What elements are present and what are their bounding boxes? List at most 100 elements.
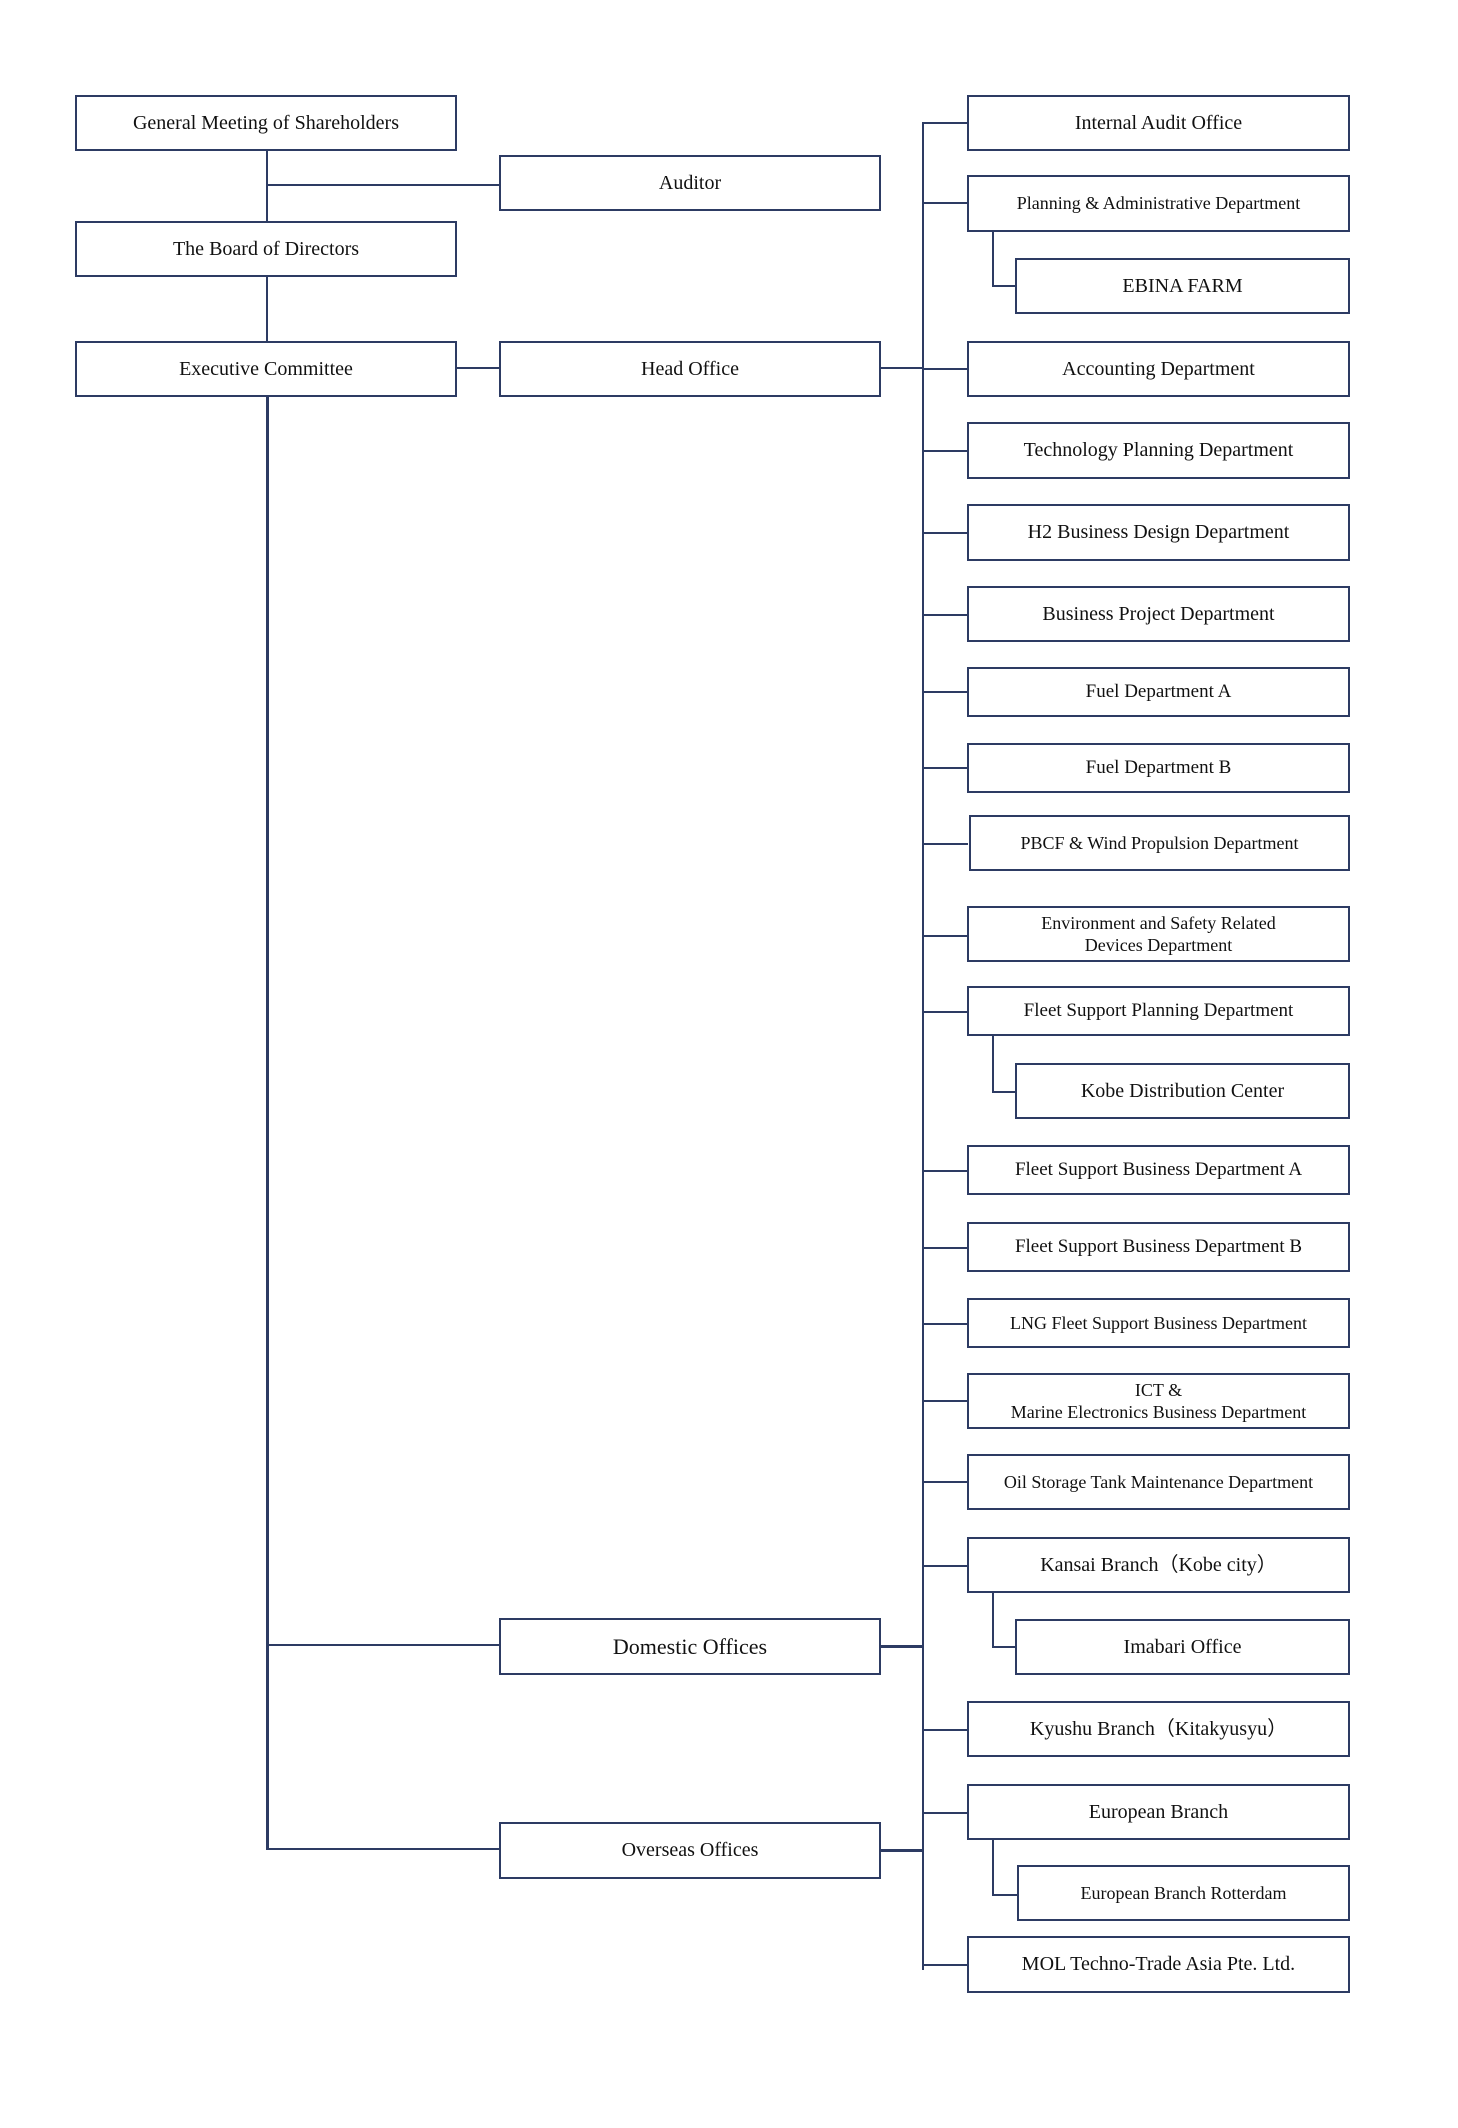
label-pbcf: PBCF & Wind Propulsion Department <box>1020 832 1299 853</box>
box-lng-fleet: LNG Fleet Support Business Department <box>967 1298 1350 1348</box>
box-kansai: Kansai Branch（Kobe city） <box>967 1537 1350 1593</box>
stub-fleet-business-b <box>922 1247 968 1249</box>
label-fuel-b: Fuel Department B <box>1085 757 1232 779</box>
label-imabari: Imabari Office <box>1123 1635 1242 1658</box>
label-fleet-business-b: Fleet Support Business Department B <box>1014 1236 1303 1258</box>
elbow-imabari-v <box>992 1591 994 1647</box>
label-auditor: Auditor <box>658 171 722 194</box>
label-domestic: Domestic Offices <box>612 1633 768 1659</box>
box-executive: Executive Committee <box>75 341 457 397</box>
connector-shareholders-board <box>266 150 268 222</box>
box-env-safety: Environment and Safety Related Devices D… <box>967 906 1350 962</box>
stub-planning-admin <box>922 202 968 204</box>
stub-oil-storage <box>922 1481 968 1483</box>
box-domestic: Domestic Offices <box>499 1618 881 1675</box>
box-tech-planning: Technology Planning Department <box>967 422 1350 479</box>
label-business-project: Business Project Department <box>1042 602 1275 625</box>
connector-domestic <box>266 1644 500 1646</box>
box-kobe-distribution: Kobe Distribution Center <box>1015 1063 1350 1119</box>
stub-ict-marine <box>922 1400 968 1402</box>
elbow-rotterdam-v <box>992 1839 994 1895</box>
box-internal-audit: Internal Audit Office <box>967 95 1350 151</box>
box-fuel-b: Fuel Department B <box>967 743 1350 793</box>
stub-fuel-a <box>922 691 968 693</box>
box-oil-storage: Oil Storage Tank Maintenance Department <box>967 1454 1350 1510</box>
elbow-imabari-h <box>992 1646 1016 1648</box>
stub-kansai <box>922 1565 968 1567</box>
box-fuel-a: Fuel Department A <box>967 667 1350 717</box>
box-ebina-farm: EBINA FARM <box>1015 258 1350 314</box>
box-shareholders: General Meeting of Shareholders <box>75 95 457 151</box>
connector-domestic-trunk <box>880 1645 924 1648</box>
label-board: The Board of Directors <box>172 237 360 260</box>
elbow-ebina-v <box>992 232 994 286</box>
elbow-kobe-v <box>992 1036 994 1092</box>
box-kyushu: Kyushu Branch（Kitakyusyu） <box>967 1701 1350 1757</box>
box-business-project: Business Project Department <box>967 586 1350 642</box>
stub-pbcf <box>922 843 968 845</box>
label-fleet-planning: Fleet Support Planning Department <box>1023 1000 1294 1022</box>
label-kobe-distribution: Kobe Distribution Center <box>1080 1079 1285 1102</box>
box-imabari: Imabari Office <box>1015 1619 1350 1675</box>
label-european: European Branch <box>1088 1800 1229 1823</box>
box-fleet-planning: Fleet Support Planning Department <box>967 986 1350 1036</box>
label-mol-asia: MOL Techno-Trade Asia Pte. Ltd. <box>1021 1953 1296 1975</box>
label-h2-design: H2 Business Design Department <box>1027 521 1290 543</box>
label-fleet-business-a: Fleet Support Business Department A <box>1014 1159 1303 1181</box>
box-pbcf: PBCF & Wind Propulsion Department <box>969 815 1350 871</box>
label-env-safety: Environment and Safety Related Devices D… <box>1041 912 1276 956</box>
label-head-office: Head Office <box>641 357 739 380</box>
label-fuel-a: Fuel Department A <box>1085 681 1232 703</box>
label-tech-planning: Technology Planning Department <box>1023 439 1294 461</box>
stub-kyushu <box>922 1729 968 1731</box>
box-planning-admin: Planning & Administrative Department <box>967 175 1350 232</box>
label-ebina-farm: EBINA FARM <box>1122 274 1243 297</box>
stub-fleet-business-a <box>922 1170 968 1172</box>
stub-fleet-planning <box>922 1011 968 1013</box>
box-european-rotterdam: European Branch Rotterdam <box>1017 1865 1350 1921</box>
connector-headoffice-trunk <box>880 367 924 369</box>
box-european: European Branch <box>967 1784 1350 1840</box>
connector-board-executive <box>266 275 268 342</box>
label-european-rotterdam: European Branch Rotterdam <box>1080 1882 1287 1903</box>
label-executive: Executive Committee <box>179 357 353 380</box>
label-shareholders: General Meeting of Shareholders <box>132 111 399 134</box>
stub-accounting <box>922 368 968 370</box>
connector-executive-headoffice <box>456 367 500 369</box>
stub-business-project <box>922 614 968 616</box>
stub-h2-design <box>922 532 968 534</box>
label-accounting: Accounting Department <box>1062 357 1255 380</box>
box-overseas: Overseas Offices <box>499 1822 881 1879</box>
label-kyushu: Kyushu Branch（Kitakyusyu） <box>1029 1717 1288 1740</box>
box-auditor: Auditor <box>499 155 881 211</box>
label-planning-admin: Planning & Administrative Department <box>1016 193 1301 214</box>
box-mol-asia: MOL Techno-Trade Asia Pte. Ltd. <box>967 1936 1350 1993</box>
stub-lng-fleet <box>922 1323 968 1325</box>
elbow-ebina-h <box>992 285 1016 287</box>
connector-right-trunk <box>922 122 924 1970</box>
stub-mol-asia <box>922 1964 968 1966</box>
connector-overseas <box>266 1848 500 1850</box>
box-head-office: Head Office <box>499 341 881 397</box>
label-overseas: Overseas Offices <box>621 1839 759 1861</box>
box-accounting: Accounting Department <box>967 341 1350 397</box>
label-oil-storage: Oil Storage Tank Maintenance Department <box>1003 1471 1314 1492</box>
box-h2-design: H2 Business Design Department <box>967 504 1350 561</box>
box-fleet-business-b: Fleet Support Business Department B <box>967 1222 1350 1272</box>
stub-internal-audit <box>922 122 968 124</box>
stub-fuel-b <box>922 767 968 769</box>
label-ict-marine: ICT & Marine Electronics Business Depart… <box>1010 1379 1307 1423</box>
box-board: The Board of Directors <box>75 221 457 277</box>
connector-executive-spine <box>266 395 269 1850</box>
stub-tech-planning <box>922 450 968 452</box>
connector-auditor <box>266 184 500 186</box>
connector-overseas-trunk <box>880 1849 924 1852</box>
elbow-kobe-h <box>992 1091 1016 1093</box>
label-lng-fleet: LNG Fleet Support Business Department <box>1010 1312 1307 1333</box>
stub-european <box>922 1812 968 1814</box>
stub-env-safety <box>922 935 968 937</box>
box-ict-marine: ICT & Marine Electronics Business Depart… <box>967 1373 1350 1429</box>
elbow-rotterdam-h <box>992 1894 1018 1896</box>
label-kansai: Kansai Branch（Kobe city） <box>1040 1553 1277 1576</box>
